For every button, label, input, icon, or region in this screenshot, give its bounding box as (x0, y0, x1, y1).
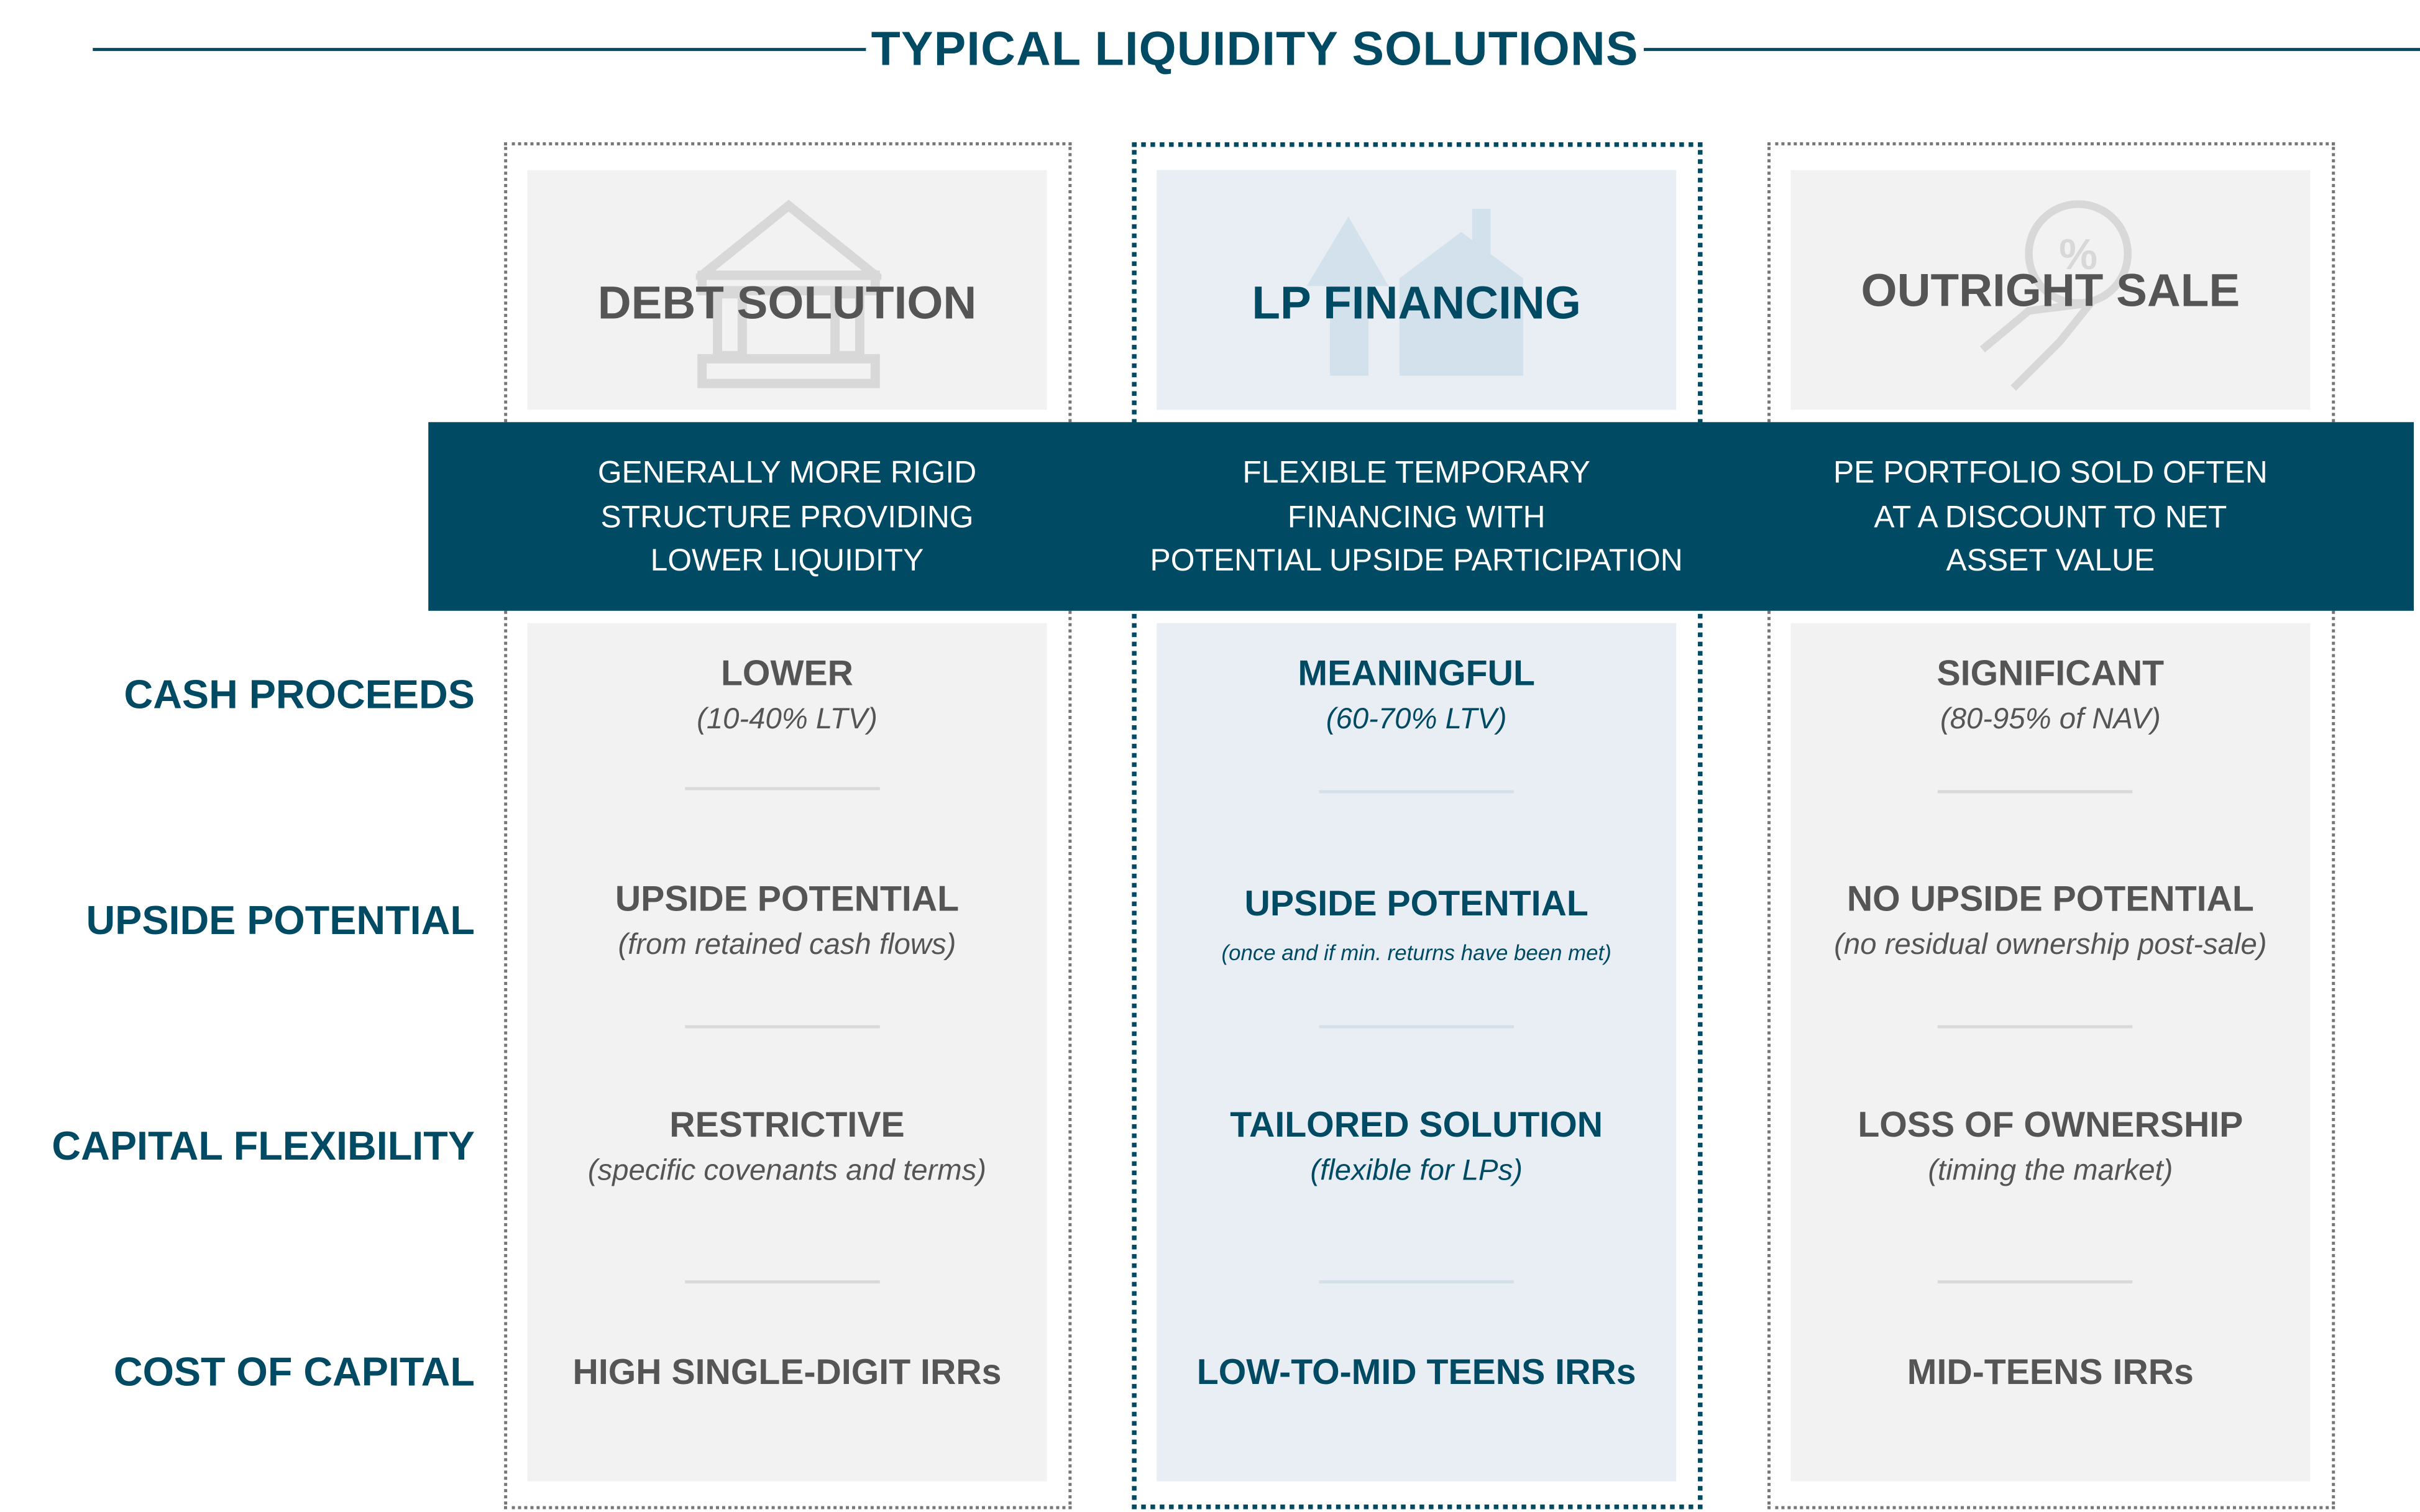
cell-subtitle: (from retained cash flows) (618, 929, 956, 962)
title-rule-right (1643, 48, 2420, 52)
description-line: STRUCTURE PROVIDING (600, 500, 974, 534)
cell-title: MEANINGFUL (1298, 653, 1535, 693)
cell-title: LOSS OF OWNERSHIP (1858, 1104, 2244, 1145)
description-line: LOWER LIQUIDITY (650, 544, 924, 579)
divider (685, 787, 880, 790)
cell-subtitle: (no residual ownership post-sale) (1834, 929, 2267, 962)
cell-subtitle: (timing the market) (1928, 1155, 2173, 1188)
row-label-capital-flexibility: CAPITAL FLEXIBILITY (52, 1122, 475, 1170)
header-lp-financing: LP FINANCING (1252, 278, 1581, 329)
divider (1937, 790, 2133, 794)
cell-subtitle: (60-70% LTV) (1326, 703, 1507, 736)
title-rule-left (93, 48, 866, 52)
description-band (428, 422, 2414, 611)
outright-sale-column (1767, 142, 2335, 1510)
hand-percent-icon: % (1979, 200, 2132, 391)
debt-body-panel (527, 623, 1047, 1482)
bank-icon (695, 199, 882, 388)
cell-lp-upside: UPSIDE POTENTIAL (once and if min. return… (1157, 883, 1676, 965)
cell-title: SIGNIFICANT (1936, 653, 2165, 693)
cell-debt-flexibility: RESTRICTIVE (specific covenants and terms… (527, 1104, 1047, 1189)
cell-debt-cost: HIGH SINGLE-DIGIT IRRs (527, 1352, 1047, 1393)
cell-title: MID-TEENS IRRs (1907, 1351, 2194, 1392)
divider (1937, 1280, 2133, 1284)
lp-body-panel (1157, 623, 1677, 1482)
cell-title: HIGH SINGLE-DIGIT IRRs (572, 1351, 1002, 1392)
divider (685, 1025, 880, 1029)
cell-lp-cash-proceeds: MEANINGFUL (60-70% LTV) (1157, 653, 1676, 738)
debt-description: GENERALLY MORE RIGID STRUCTURE PROVIDING… (524, 452, 1050, 584)
lp-financing-column (1132, 142, 1703, 1510)
sale-body-panel (1790, 623, 2311, 1482)
description-line: FLEXIBLE TEMPORARY (1242, 456, 1590, 490)
cell-subtitle: (specific covenants and terms) (587, 1155, 987, 1188)
row-label-cash-proceeds: CASH PROCEEDS (124, 671, 475, 718)
cell-lp-flexibility: TAILORED SOLUTION (flexible for LPs) (1157, 1104, 1676, 1189)
divider (1319, 790, 1514, 794)
divider (685, 1280, 880, 1284)
cell-title: NO UPSIDE POTENTIAL (1846, 878, 2254, 919)
cell-title: RESTRICTIVE (669, 1104, 905, 1145)
cell-subtitle: (80-95% of NAV) (1940, 703, 2161, 736)
page-title: TYPICAL LIQUIDITY SOLUTIONS (871, 21, 1639, 76)
description-line: GENERALLY MORE RIGID (597, 456, 977, 490)
cell-sale-flexibility: LOSS OF OWNERSHIP (timing the market) (1790, 1104, 2310, 1189)
description-line: PE PORTFOLIO SOLD OFTEN (1833, 456, 2268, 490)
cell-lp-cost: LOW-TO-MID TEENS IRRs (1157, 1352, 1676, 1393)
cell-debt-cash-proceeds: LOWER (10-40% LTV) (527, 653, 1047, 738)
svg-text:%: % (2059, 230, 2097, 278)
header-outright-sale: OUTRIGHT SALE (1861, 265, 2240, 318)
cell-sale-cash-proceeds: SIGNIFICANT (80-95% of NAV) (1790, 653, 2310, 738)
cell-title: LOWER (720, 653, 853, 693)
cell-title: TAILORED SOLUTION (1230, 1104, 1603, 1145)
lp-description: FLEXIBLE TEMPORARY FINANCING WITH POTENT… (1138, 452, 1695, 584)
cell-subtitle: (10-40% LTV) (697, 703, 878, 736)
house-growth-icon (1306, 208, 1523, 376)
cell-title: LOW-TO-MID TEENS IRRs (1196, 1351, 1636, 1392)
cell-debt-upside: UPSIDE POTENTIAL (from retained cash flow… (527, 878, 1047, 963)
cell-sale-upside: NO UPSIDE POTENTIAL (no residual ownershi… (1790, 878, 2310, 963)
description-line: POTENTIAL UPSIDE PARTICIPATION (1150, 544, 1683, 579)
divider (1319, 1280, 1514, 1284)
debt-solution-column (504, 142, 1072, 1510)
cell-subtitle: (flexible for LPs) (1310, 1155, 1523, 1188)
divider (1319, 1025, 1514, 1029)
row-label-cost-of-capital: COST OF CAPITAL (113, 1348, 475, 1395)
description-line: AT A DISCOUNT TO NET (1874, 500, 2227, 534)
cell-sale-cost: MID-TEENS IRRs (1790, 1352, 2310, 1393)
divider (1937, 1025, 2133, 1029)
cell-subtitle: (once and if min. returns have been met) (1221, 940, 1611, 965)
cell-title: UPSIDE POTENTIAL (1244, 882, 1588, 923)
description-line: ASSET VALUE (1946, 544, 2155, 579)
sale-description: PE PORTFOLIO SOLD OFTEN AT A DISCOUNT TO… (1787, 452, 2313, 584)
cell-title: UPSIDE POTENTIAL (615, 878, 960, 919)
header-debt-solution: DEBT SOLUTION (597, 278, 977, 329)
description-line: FINANCING WITH (1287, 500, 1546, 534)
row-label-upside-potential: UPSIDE POTENTIAL (86, 897, 475, 943)
